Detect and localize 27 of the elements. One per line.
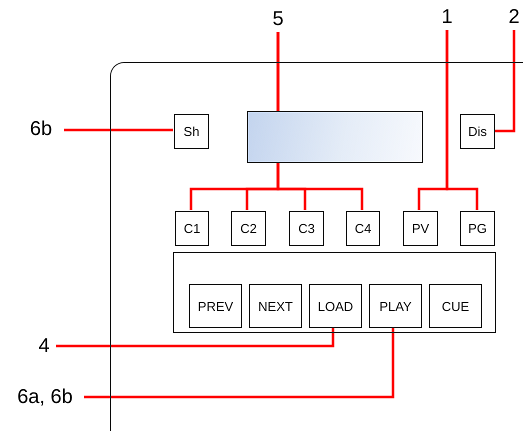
display-screen [247, 111, 423, 163]
panel-key: CUE [429, 284, 482, 328]
callout-number: 6a, 6b [6, 384, 84, 410]
device-panel [110, 62, 523, 431]
leader-line [84, 326, 394, 398]
callout-number: 6b [18, 116, 64, 142]
leader-line [494, 30, 516, 132]
panel-key: Dis [460, 114, 495, 149]
panel-key: LOAD [309, 284, 362, 328]
panel-key: C3 [289, 211, 324, 246]
panel-key: PG [460, 211, 495, 246]
panel-key: C1 [175, 211, 209, 246]
panel-key: NEXT [249, 284, 302, 328]
panel-key: Sh [174, 114, 209, 149]
panel-key: PV [403, 211, 438, 246]
leader-line [446, 30, 478, 210]
key-group-frame [173, 252, 496, 333]
callout-number: 2 [505, 4, 523, 30]
panel-key: PREV [189, 284, 242, 328]
callout-number: 1 [437, 4, 457, 30]
panel-key: PLAY [369, 284, 422, 328]
callout-number: 4 [32, 333, 56, 359]
callout-number: 5 [268, 6, 288, 32]
leader-line [56, 326, 334, 348]
panel-key: C2 [231, 211, 266, 246]
leader-line [64, 128, 173, 132]
panel-key: C4 [346, 211, 380, 246]
